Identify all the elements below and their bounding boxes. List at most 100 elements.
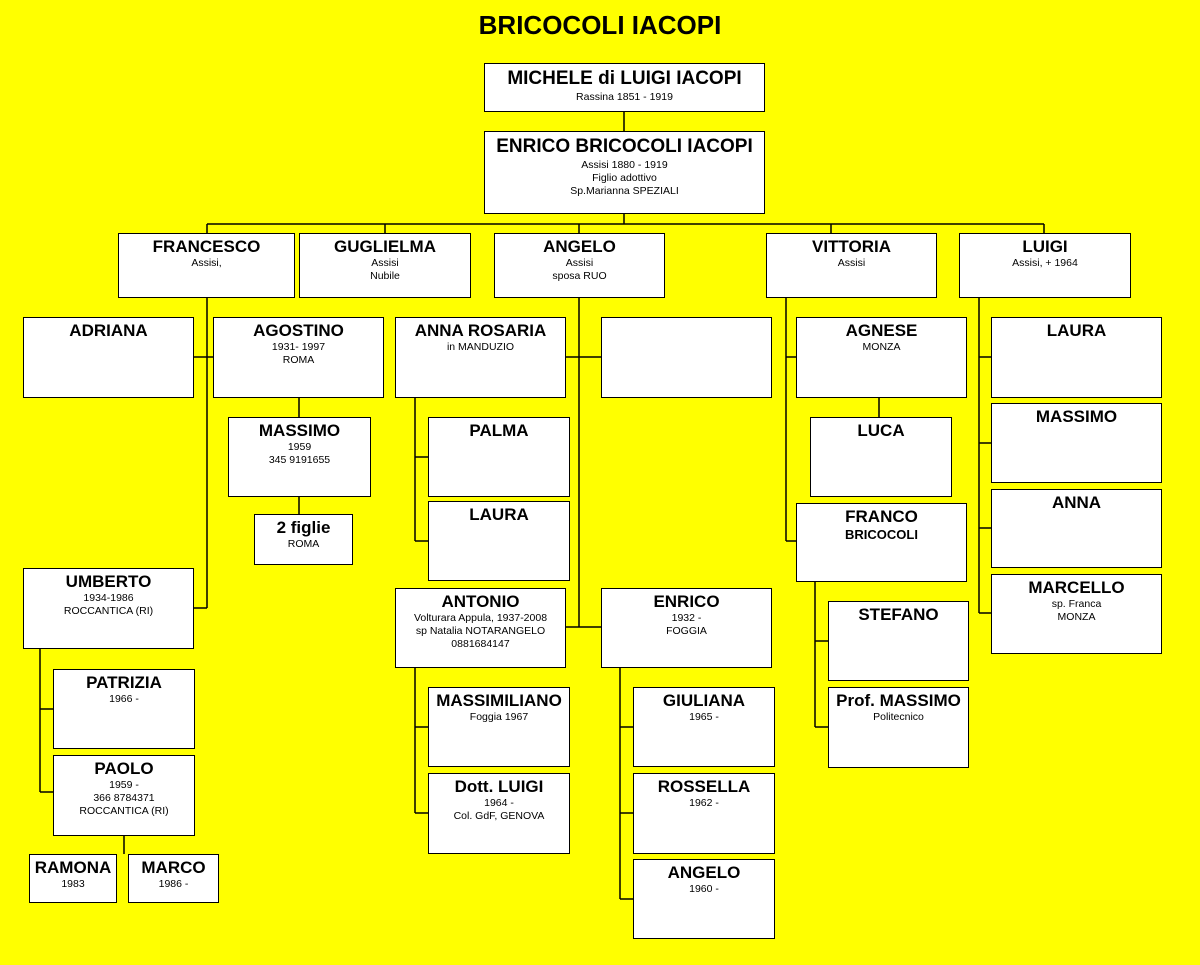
- person-name: MARCO: [141, 858, 206, 877]
- person-name: ANGELO: [667, 863, 741, 882]
- person-name: RAMONA: [34, 858, 112, 877]
- person-name: ANGELO: [543, 237, 616, 256]
- person-box-dott-luigi: Dott. LUIGI 1964 - Col. GdF, GENOVA: [428, 773, 570, 854]
- person-detail: 366 8784371: [93, 792, 155, 804]
- person-box-adriana: ADRIANA: [23, 317, 194, 398]
- person-detail: 1934-1986: [83, 592, 134, 604]
- person-detail: 1983: [61, 878, 85, 890]
- person-box-laura-anna-rosaria: LAURA: [428, 501, 570, 581]
- person-name: LUIGI: [1022, 237, 1068, 256]
- person-box-giuliana: GIULIANA 1965 -: [633, 687, 775, 767]
- chart-title: BRICOCOLI IACOPI: [478, 10, 722, 40]
- person-detail: 345 9191655: [268, 454, 331, 466]
- person-detail: Assisi,: [191, 257, 222, 269]
- person-name: AGNESE: [845, 321, 918, 340]
- person-box-francesco: FRANCESCO Assisi,: [118, 233, 295, 298]
- person-name: LAURA: [1046, 321, 1107, 340]
- person-box-massimo-luigi: MASSIMO: [991, 403, 1162, 483]
- person-detail: sp. Franca: [1051, 598, 1102, 610]
- person-box-guglielma: GUGLIELMA Assisi Nubile: [299, 233, 471, 298]
- person-detail: sposa RUO: [552, 270, 607, 282]
- person-name: VITTORIA: [811, 237, 892, 256]
- person-detail: Rassina 1851 - 1919: [576, 91, 673, 103]
- person-name: MICHELE di LUIGI IACOPI: [507, 68, 742, 89]
- person-name: PAOLO: [94, 759, 154, 778]
- person-name: LAURA: [469, 505, 529, 524]
- person-detail: MONZA: [1057, 611, 1096, 623]
- person-name: UMBERTO: [65, 572, 152, 591]
- person-detail: Foggia 1967: [469, 711, 529, 723]
- person-box-stefano: STEFANO: [828, 601, 969, 681]
- person-name: MASSIMO: [258, 421, 341, 440]
- person-detail: ROCCANTICA (RI): [79, 805, 169, 817]
- person-detail: Assisi, + 1964: [1012, 257, 1078, 269]
- person-box-patrizia: PATRIZIA 1966 -: [53, 669, 195, 749]
- person-box-enrico-bricocoli-iacopi: ENRICO BRICOCOLI IACOPI Assisi 1880 - 19…: [484, 131, 765, 214]
- person-name: ENRICO: [653, 592, 720, 611]
- person-detail: Assisi: [371, 257, 399, 269]
- person-detail: Assisi: [565, 257, 594, 269]
- person-box-marcello: MARCELLO sp. Franca MONZA: [991, 574, 1162, 654]
- person-name: MASSIMILIANO: [436, 691, 562, 710]
- person-name: MASSIMO: [1035, 407, 1118, 426]
- person-name: Dott. LUIGI: [454, 777, 544, 796]
- person-detail: 1959: [287, 441, 312, 453]
- person-box-umberto: UMBERTO 1934-1986 ROCCANTICA (RI): [23, 568, 194, 649]
- person-box-enrico-foggia: ENRICO 1932 - FOGGIA: [601, 588, 772, 668]
- person-box-massimo-agostino: MASSIMO 1959 345 9191655: [228, 417, 371, 497]
- person-name: AGOSTINO: [253, 321, 344, 340]
- person-name: GUGLIELMA: [334, 237, 436, 256]
- person-box-empty: [601, 317, 772, 398]
- person-detail: 1966 -: [109, 693, 139, 705]
- person-detail: 1964 -: [484, 797, 514, 809]
- person-box-2-figlie: 2 figlie ROMA: [254, 514, 353, 565]
- person-detail: Politecnico: [873, 711, 924, 723]
- person-box-agnese: AGNESE MONZA: [796, 317, 967, 398]
- person-detail: 0881684147: [451, 638, 510, 650]
- person-box-antonio: ANTONIO Volturara Appula, 1937-2008 sp N…: [395, 588, 566, 668]
- person-detail: Figlio adottivo: [592, 172, 657, 184]
- person-name: LUCA: [857, 421, 905, 440]
- person-detail: Nubile: [370, 270, 400, 282]
- person-box-agostino: AGOSTINO 1931- 1997 ROMA: [213, 317, 384, 398]
- person-detail: 1986 -: [158, 878, 189, 890]
- person-box-franco: FRANCO BRICOCOLI: [796, 503, 967, 582]
- person-name: STEFANO: [858, 605, 939, 624]
- person-box-rossella: ROSSELLA 1962 -: [633, 773, 775, 854]
- person-box-luigi-gen2: LUIGI Assisi, + 1964: [959, 233, 1131, 298]
- person-detail: Assisi: [837, 257, 866, 269]
- person-name: PATRIZIA: [86, 673, 162, 692]
- person-detail: Col. GdF, GENOVA: [453, 810, 545, 822]
- person-name: Prof. MASSIMO: [836, 691, 961, 710]
- person-box-paolo: PAOLO 1959 - 366 8784371 ROCCANTICA (RI): [53, 755, 195, 836]
- person-name: ANNA: [1051, 493, 1102, 512]
- person-box-palma: PALMA: [428, 417, 570, 497]
- person-name: ENRICO BRICOCOLI IACOPI: [496, 136, 753, 157]
- person-box-marco: MARCO 1986 -: [128, 854, 219, 903]
- person-name: ROSSELLA: [657, 777, 751, 796]
- person-detail: Assisi 1880 - 1919: [581, 159, 668, 171]
- person-detail: FOGGIA: [666, 625, 707, 637]
- person-detail: 1965 -: [689, 711, 719, 723]
- person-detail: 1932 -: [671, 612, 702, 624]
- person-box-vittoria: VITTORIA Assisi: [766, 233, 937, 298]
- person-box-ramona: RAMONA 1983: [29, 854, 117, 903]
- person-name: GIULIANA: [662, 691, 746, 710]
- person-box-anna: ANNA: [991, 489, 1162, 568]
- person-detail: Sp.Marianna SPEZIALI: [570, 185, 679, 197]
- person-detail: ROCCANTICA (RI): [63, 605, 154, 617]
- person-detail: in MANDUZIO: [446, 341, 515, 353]
- person-name: ADRIANA: [69, 321, 148, 340]
- person-name: MARCELLO: [1028, 578, 1125, 597]
- person-name: FRANCESCO: [152, 237, 261, 256]
- person-box-luca: LUCA: [810, 417, 952, 497]
- person-detail: MONZA: [862, 341, 901, 353]
- person-name: ANNA ROSARIA: [414, 321, 547, 340]
- person-name: ANTONIO: [441, 592, 520, 611]
- person-detail: ROMA: [287, 538, 320, 550]
- person-name: FRANCO: [845, 507, 918, 526]
- person-box-angelo-gen4: ANGELO 1960 -: [633, 859, 775, 939]
- person-detail: 1959 -: [109, 779, 139, 791]
- person-box-michele: MICHELE di LUIGI IACOPI Rassina 1851 - 1…: [484, 63, 765, 112]
- person-box-prof-massimo: Prof. MASSIMO Politecnico: [828, 687, 969, 768]
